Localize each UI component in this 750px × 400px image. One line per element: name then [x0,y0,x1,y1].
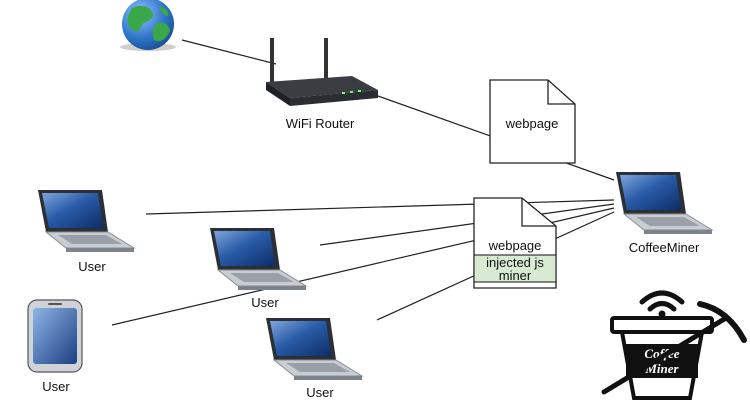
webpage-top-label: webpage [505,116,559,131]
injected-js-line2: miner [499,268,532,283]
wifi-router-icon [266,38,378,106]
internet-globe-icon [120,0,176,51]
user-label-1: User [78,259,106,274]
user-label-3: User [42,379,70,394]
coffeeminer-laptop-icon [615,171,713,235]
webpage-document-top: webpage [489,79,576,164]
injected-js-box [473,254,557,283]
webpage-document-injected: webpage injected js miner [473,197,557,289]
coffeeminer-label: CoffeeMiner [629,240,700,255]
webpage-injected-label: webpage [488,238,542,253]
link-user2-coffeeminer [319,203,615,246]
injected-js-line1: injected js [486,255,544,270]
user-laptop-icon [265,317,363,381]
user-label-2: User [251,295,279,310]
user-phone-icon [27,299,83,373]
user-laptop-icon [37,189,135,253]
router-label: WiFi Router [286,116,355,131]
coffeeminer-logo: Coffee Miner [601,290,747,400]
user-label-4: User [306,385,334,400]
link-globe-router [181,39,277,65]
user-laptop-icon [209,227,307,291]
link-user1-coffeeminer [145,199,615,215]
